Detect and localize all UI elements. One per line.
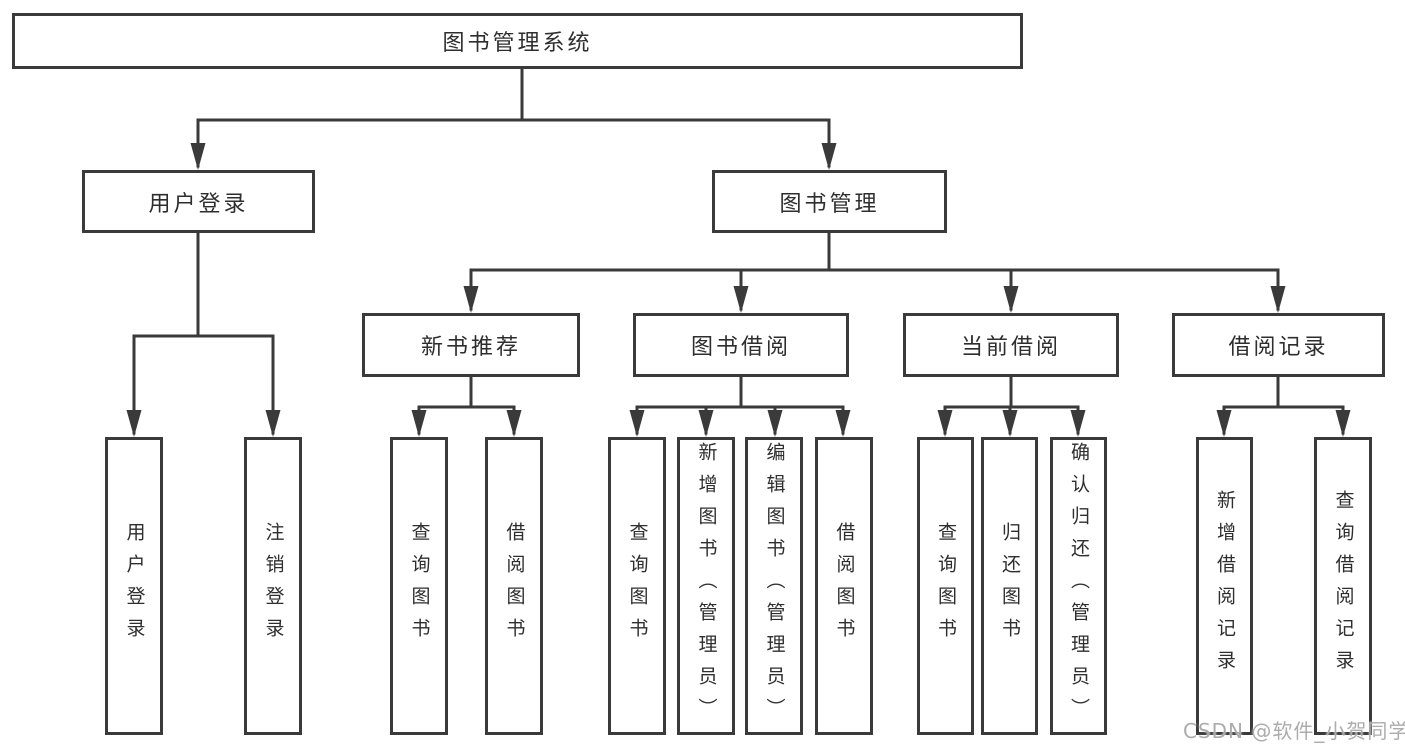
node-leaf-borrow-books-borrowing-label: 借阅图书 bbox=[833, 522, 856, 650]
node-leaf-query-books-current-label: 查询图书 bbox=[935, 522, 957, 650]
node-leaf-borrow-books-recommend-label: 借阅图书 bbox=[503, 522, 526, 650]
arrow-down-icon bbox=[733, 286, 749, 313]
node-leaf-query-books-recommend: 查询图书 bbox=[390, 437, 448, 735]
node-leaf-query-books-borrowing-label: 查询图书 bbox=[626, 522, 649, 650]
arrow-down-icon bbox=[1002, 410, 1018, 437]
connector-lines bbox=[132, 66, 1345, 435]
arrow-down-icon bbox=[265, 410, 281, 437]
node-leaf-user-login: 用户登录 bbox=[105, 437, 163, 735]
node-leaf-add-borrow-record: 新增借阅记录 bbox=[1196, 437, 1253, 735]
arrow-down-icon bbox=[1003, 286, 1019, 313]
arrow-down-icon bbox=[937, 410, 953, 437]
node-borrowing-records: 借阅记录 bbox=[1172, 313, 1385, 377]
node-book-borrowing: 图书借阅 bbox=[633, 313, 849, 377]
node-book-management-label: 图书管理 bbox=[779, 191, 880, 217]
node-leaf-borrow-books-recommend: 借阅图书 bbox=[485, 437, 543, 735]
node-root-label: 图书管理系统 bbox=[442, 31, 593, 56]
arrow-down-icon bbox=[1070, 410, 1086, 437]
node-leaf-return-books-label: 归还图书 bbox=[999, 522, 1021, 650]
node-leaf-confirm-return-admin: 确认归还（管理员） bbox=[1050, 437, 1107, 735]
node-leaf-add-books-admin: 新增图书（管理员） bbox=[677, 437, 735, 735]
node-user-login-label: 用户登录 bbox=[148, 191, 249, 217]
arrow-down-icon bbox=[821, 143, 837, 170]
node-leaf-query-books-recommend-label: 查询图书 bbox=[408, 522, 431, 650]
node-book-management: 图书管理 bbox=[712, 170, 947, 233]
arrow-down-icon bbox=[835, 410, 851, 437]
node-leaf-logout: 注销登录 bbox=[244, 437, 302, 735]
node-leaf-logout-label: 注销登录 bbox=[262, 522, 285, 650]
node-borrowing-records-label: 借阅记录 bbox=[1228, 335, 1329, 360]
node-leaf-return-books: 归还图书 bbox=[981, 437, 1038, 735]
arrow-down-icon bbox=[1216, 410, 1232, 437]
node-user-login: 用户登录 bbox=[82, 170, 315, 233]
node-leaf-user-login-label: 用户登录 bbox=[123, 522, 146, 650]
node-new-book-recommend: 新书推荐 bbox=[362, 313, 580, 377]
node-new-book-recommend-label: 新书推荐 bbox=[420, 335, 521, 360]
node-current-borrowing: 当前借阅 bbox=[903, 313, 1119, 377]
node-leaf-edit-books-admin: 编辑图书（管理员） bbox=[745, 437, 803, 735]
node-root: 图书管理系统 bbox=[12, 13, 1023, 69]
node-current-borrowing-label: 当前借阅 bbox=[960, 335, 1061, 360]
arrowhead-down-icons bbox=[126, 143, 1351, 437]
arrow-down-icon bbox=[126, 410, 142, 437]
node-leaf-confirm-return-admin-label: 确认归还（管理员） bbox=[1068, 442, 1090, 730]
arrow-down-icon bbox=[506, 410, 522, 437]
node-leaf-add-borrow-record-label: 新增借阅记录 bbox=[1214, 490, 1236, 682]
node-leaf-add-books-admin-label: 新增图书（管理员） bbox=[695, 442, 718, 730]
node-leaf-borrow-books-borrowing: 借阅图书 bbox=[815, 437, 873, 735]
watermark-text: CSDN @软件_小贺同学 bbox=[1183, 719, 1405, 743]
arrow-down-icon bbox=[190, 143, 206, 170]
arrow-down-icon bbox=[463, 286, 479, 313]
node-leaf-query-borrow-record-label: 查询借阅记录 bbox=[1332, 490, 1355, 682]
arrow-down-icon bbox=[698, 410, 714, 437]
node-book-borrowing-label: 图书借阅 bbox=[690, 335, 791, 360]
node-leaf-query-books-borrowing: 查询图书 bbox=[608, 437, 666, 735]
node-leaf-query-books-current: 查询图书 bbox=[917, 437, 974, 735]
arrow-down-icon bbox=[411, 410, 427, 437]
node-leaf-query-borrow-record: 查询借阅记录 bbox=[1314, 437, 1372, 735]
arrow-down-icon bbox=[629, 410, 645, 437]
arrow-down-icon bbox=[767, 410, 783, 437]
node-leaf-edit-books-admin-label: 编辑图书（管理员） bbox=[763, 442, 786, 730]
arrow-down-icon bbox=[1270, 286, 1286, 313]
arrow-down-icon bbox=[1335, 410, 1351, 437]
